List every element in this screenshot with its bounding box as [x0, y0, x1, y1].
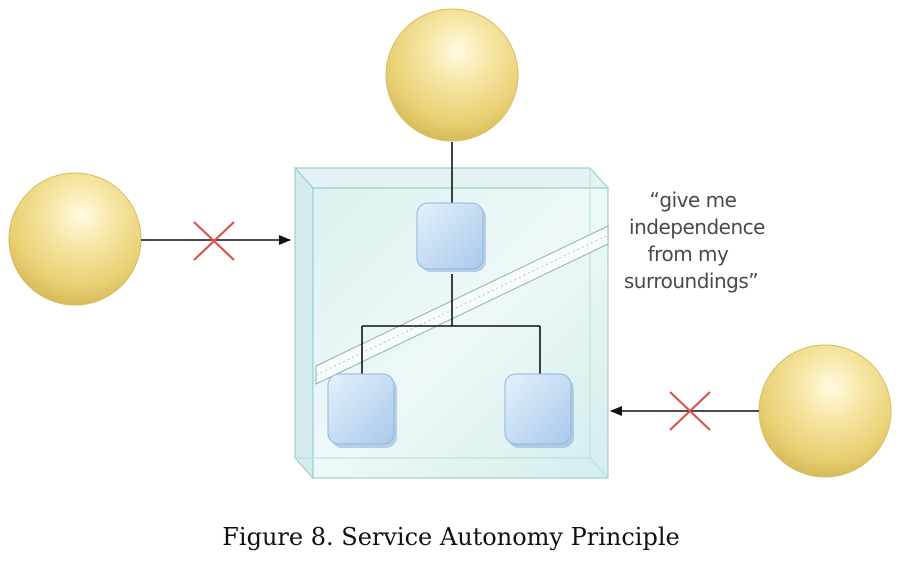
consumer-sphere-right: [758, 344, 892, 478]
quote-line-1: “give me: [650, 188, 737, 212]
service-capability-left: [327, 373, 397, 448]
consumer-sphere-top: [385, 8, 519, 142]
service-capability-right: [504, 373, 574, 448]
autonomy-quote: “give me independence from my surroundin…: [624, 188, 766, 293]
consumer-sphere-left: [8, 172, 142, 306]
figure-caption: Figure 8. Service Autonomy Principle: [222, 523, 680, 551]
blocked-mark-right: [669, 391, 711, 431]
quote-line-2: independence: [629, 215, 765, 239]
quote-line-3: from my: [648, 242, 729, 266]
service-capability-top: [416, 202, 486, 272]
quote-line-4: surroundings”: [624, 269, 758, 293]
tape-strip: [315, 225, 609, 385]
connector-lines: [361, 142, 541, 374]
blocked-mark-left: [193, 221, 235, 261]
